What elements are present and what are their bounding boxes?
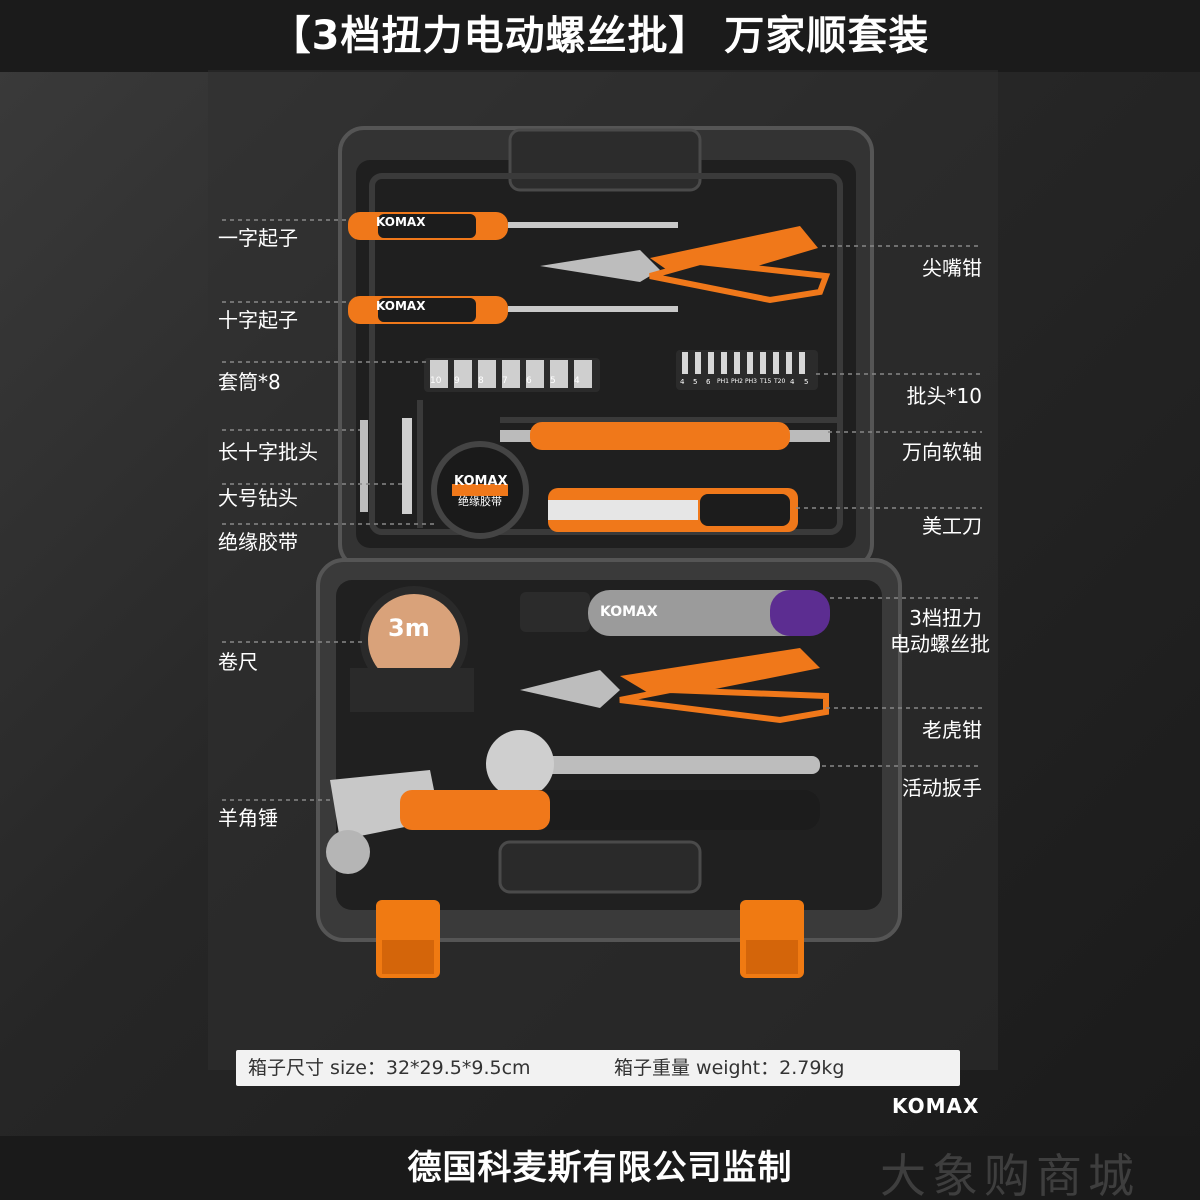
socket-size: 9 [454, 376, 460, 386]
bit-size: 4 [790, 378, 795, 386]
label-tape-measure: 卷尺 [218, 650, 258, 674]
tape-brand: KOMAX [454, 474, 508, 489]
utility-knife [548, 488, 798, 532]
label-phillips-screwdriver: 十字起子 [218, 308, 298, 332]
bit-size: 5 [693, 378, 698, 386]
socket-size: 7 [502, 376, 508, 386]
watermark: 大象购商城 [880, 1149, 1140, 1200]
insulating-tape [431, 441, 529, 539]
bit-size: T20 [774, 378, 786, 385]
brand-badge-text: KOMAX [892, 1094, 980, 1118]
adjustable-wrench [486, 730, 820, 798]
bit-size-labels: 4 5 6 PH1 PH2 PH3 T15 T20 4 5 [680, 378, 820, 390]
brand-badge: KOMAX [892, 1094, 979, 1118]
electric-screwdriver [520, 590, 830, 636]
label-flat-screwdriver: 一字起子 [218, 226, 298, 250]
tape-printed-label: 绝缘胶带 [458, 495, 502, 508]
label-needle-nose-pliers: 尖嘴钳 [922, 256, 982, 280]
bit-size: PH1 [717, 378, 729, 385]
bit-size: PH3 [745, 378, 757, 385]
label-drill-bit: 大号钻头 [218, 486, 298, 510]
socket-size: 6 [526, 376, 532, 386]
phillips-screwdriver [348, 296, 678, 324]
socket-size: 4 [574, 376, 580, 386]
tape-measure-length: 3m [388, 614, 430, 642]
footer-text: 德国科麦斯有限公司监制 [407, 1148, 793, 1188]
bit-set [676, 350, 818, 390]
tape-measure [350, 586, 474, 712]
label-utility-knife: 美工刀 [922, 514, 982, 538]
label-sockets: 套筒*8 [218, 370, 281, 394]
label-bits: 批头*10 [906, 384, 982, 408]
spec-size: 箱子尺寸 size：32*29.5*9.5cm [248, 1057, 531, 1079]
socket-size-labels: 10 9 8 7 6 5 4 [430, 376, 600, 390]
bit-size: PH2 [731, 378, 743, 385]
title-bar [0, 0, 1200, 72]
label-combination-pliers: 老虎钳 [922, 718, 982, 742]
socket-set [424, 358, 600, 392]
socket-size: 10 [430, 376, 442, 386]
spec-weight: 箱子重量 weight：2.79kg [614, 1057, 845, 1079]
label-insulating-tape: 绝缘胶带 [218, 530, 298, 554]
bit-size: T15 [760, 378, 772, 385]
flex-shaft [500, 422, 830, 450]
flat-screwdriver-brand: KOMAX [376, 215, 426, 229]
label-long-bit: 长十字批头 [218, 440, 318, 464]
label-claw-hammer: 羊角锤 [218, 806, 278, 830]
label-adjustable-wrench: 活动扳手 [902, 776, 982, 800]
combination-pliers [520, 648, 829, 724]
screwdriver-brand: KOMAX [600, 604, 658, 620]
needle-nose-pliers [540, 226, 831, 304]
page-title: 【3档扭力电动螺丝批】 万家顺套装 [270, 13, 930, 59]
flat-screwdriver [348, 212, 678, 240]
label-flex-shaft: 万向软轴 [902, 440, 982, 464]
footer-bar [0, 1136, 1200, 1200]
bit-size: 4 [680, 378, 685, 386]
spec-bar [236, 1050, 960, 1086]
socket-size: 5 [550, 376, 556, 386]
label-electric-screwdriver-line2: 电动螺丝批 [890, 632, 990, 656]
label-electric-screwdriver-line1: 3档扭力 [909, 606, 982, 630]
socket-size: 8 [478, 376, 484, 386]
claw-hammer [326, 770, 820, 874]
drill-bits [360, 418, 412, 514]
bit-size: 6 [706, 378, 711, 386]
bit-size: 5 [804, 378, 809, 386]
phillips-screwdriver-brand: KOMAX [376, 299, 426, 313]
